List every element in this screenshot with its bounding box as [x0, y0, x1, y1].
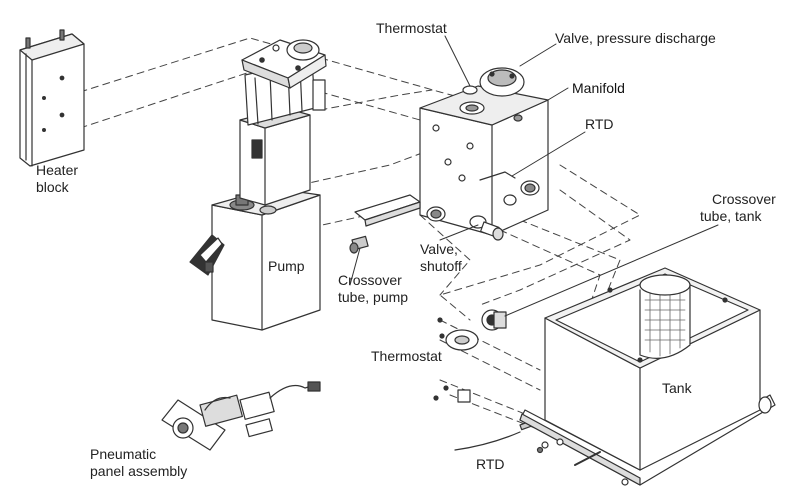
crossover-tube-pump-part — [349, 235, 369, 254]
label-rtd-top: RTD — [585, 116, 614, 132]
manifold-bracket — [354, 194, 421, 227]
label-thermostat-bottom: Thermostat — [371, 348, 442, 364]
label-crossover-tube-tank-line1: Crossover — [712, 191, 776, 207]
label-pump: Pump — [268, 258, 305, 274]
label-heater-block: Heater block — [36, 162, 79, 195]
crossover-tube-tank-part — [481, 309, 507, 331]
label-rtd-bottom: RTD — [476, 456, 505, 472]
rtd-lower-part — [433, 385, 534, 451]
label-crossover-tube-pump: Crossover tube, pump — [338, 272, 409, 305]
pneumatic-panel-assembly — [161, 381, 321, 451]
heater-block — [19, 29, 85, 167]
manifold — [419, 67, 549, 241]
label-tank: Tank — [662, 380, 692, 396]
leader-lines — [349, 35, 719, 317]
label-valve-shutoff: Valve, shutoff — [420, 241, 462, 274]
label-pneumatic-panel-assembly: Pneumatic panel assembly — [90, 446, 188, 479]
label-crossover-tube-tank-line2: tube, tank — [700, 208, 762, 224]
label-thermostat-top: Thermostat — [376, 20, 447, 36]
thermostat-lower-part — [437, 317, 479, 351]
pump — [189, 39, 327, 331]
label-manifold: Manifold — [572, 80, 625, 96]
tank — [519, 267, 776, 486]
label-valve-pressure-discharge: Valve, pressure discharge — [555, 30, 716, 46]
